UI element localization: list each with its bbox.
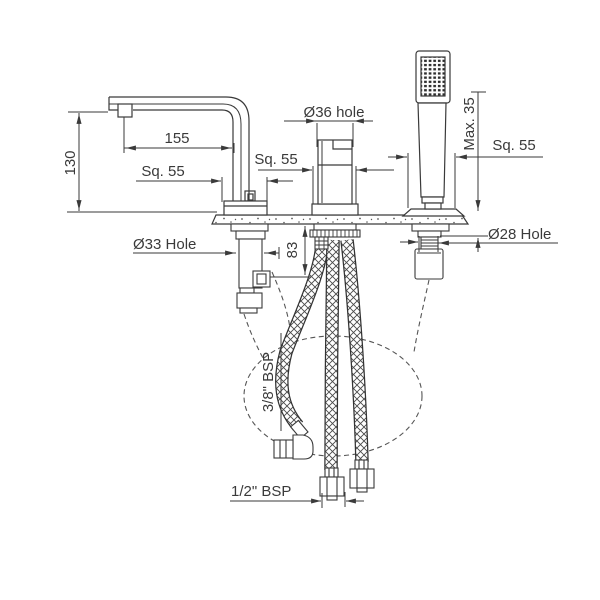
nut-right-stub [356,487,368,493]
shower-spray-face [420,56,446,97]
hose-loop-ellipse [243,335,423,457]
spout [108,96,268,216]
hand-shower-hose-loop-dashed [243,271,430,457]
flexible-hoses [275,239,369,471]
deck-section [211,214,470,225]
deck-speckles [212,215,468,224]
crimp-left [324,467,339,478]
nut-right-facets [356,469,368,488]
valve-shank-flange [309,229,361,238]
valve-shank [309,223,361,250]
mixer-valve [311,139,359,216]
shower-handle-step2 [424,202,442,210]
dimension-lines [67,91,558,508]
shower-holder-escutcheon [401,208,466,217]
label-max-deck: Max. 35 [461,97,478,150]
spout-escutcheon [223,200,268,216]
valve-shank-neck [313,223,357,231]
elbow-nut-facets [279,440,287,458]
shower-shank [411,223,450,280]
label-spout-reach: 155 [164,130,189,147]
spout-shank-step [239,287,255,294]
supply-hose-right-braid [341,239,368,463]
hand-shower [401,50,466,217]
hose-from-weight [413,279,430,353]
spout-shank [230,223,271,314]
shower-shank-flange [411,223,450,232]
spout-tube-reflection [109,103,242,201]
valve-shank-flange-serration [312,230,358,237]
spout-shank-tip [239,307,258,314]
dimension-labels: 130 155 Sq. 55 Sq. 55 Sq. 55 Ø36 hole Ma… [62,97,551,500]
label-spout-hole: Ø33 Hole [133,236,196,253]
spout-tube-outer [109,96,250,201]
outlet-hose-braid [276,240,328,430]
shower-shank-thread-coils [421,239,438,247]
crimp-right-lines [358,460,365,469]
spout-outlet [117,103,133,118]
supply-hose-left-braid [325,239,339,471]
label-spout-height: 130 [62,150,79,175]
spout-shank-flange [230,223,269,232]
label-shower-hole: Ø28 Hole [488,226,551,243]
crimp-left-lines [328,468,335,477]
label-supply-thread: 1/2" BSP [231,483,291,500]
valve-handle-notch [332,140,352,150]
diverter-outlet-inner [256,273,267,285]
label-below-deck-depth: 83 [284,242,301,259]
supply-hose-end-fittings [319,459,375,501]
spout-tube-inner [133,109,234,201]
nut-left [319,476,345,497]
label-valve-hole: Ø36 hole [304,104,365,121]
label-spout-square: Sq. 55 [141,163,184,180]
hose-from-spout-outlet [271,271,292,344]
valve-body [317,139,353,205]
shower-handle [417,102,447,198]
nut-right [349,468,375,489]
elbow-body [292,434,314,460]
hose-from-spout-shank [243,313,265,361]
crimp-right [354,459,369,470]
label-shower-square: Sq. 55 [492,137,535,154]
nut-left-stub [326,495,338,501]
hose-weight [414,248,444,280]
valve-escutcheon [311,203,359,216]
spout-shank-nut [235,230,266,240]
spout-end-cap [108,97,118,111]
nut-left-facets [326,477,338,496]
label-valve-square: Sq. 55 [254,151,297,168]
elbow-fitting [273,419,314,460]
hose-crimp-detail-lines [315,237,328,249]
spout-set-screw-inner [247,193,254,201]
spout-shank-nut2 [236,292,263,309]
shower-handle-step1 [421,196,444,204]
elbow-nut [273,439,294,459]
label-outlet-thread: 3/8" BSP [260,352,277,412]
hose-crimp-detail [314,236,329,250]
